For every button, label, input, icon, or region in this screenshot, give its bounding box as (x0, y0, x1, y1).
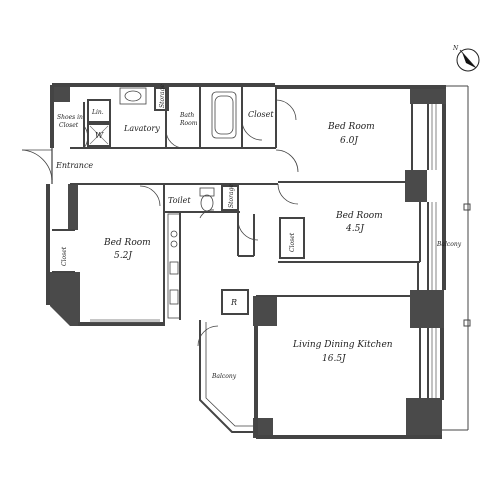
walls-exterior (46, 83, 446, 439)
bed-room-1-size: 6.0J (340, 136, 359, 146)
ldk-size: 16.5J (322, 354, 347, 364)
refrigerator-label: R (230, 298, 237, 307)
bathtub-icon (211, 91, 237, 139)
bed-room-3-label: Bed Room (103, 238, 151, 248)
bed-room-2-size: 4.5J (345, 224, 365, 234)
north-arrow-icon (456, 48, 480, 72)
north-label: N (452, 45, 459, 52)
room-labels: Shoes in Closet Lin. W Lavatory Storage … (55, 84, 462, 380)
door-swings (21, 99, 299, 347)
bath-room-label-1: Bath (179, 112, 194, 119)
toilet-icon (199, 187, 215, 212)
washer-label: W (95, 131, 104, 140)
shoes-closet-label-2: Closet (59, 122, 79, 129)
structural-columns (50, 84, 446, 438)
windows (51, 104, 437, 398)
storage-mid-label: Storage (228, 184, 235, 208)
kitchen-counter (167, 213, 181, 319)
right-balcony-railing (442, 85, 471, 431)
closet-hall-label: Closet (248, 110, 274, 119)
bed-room-3-size: 5.2J (114, 251, 133, 261)
washer-cross-icon (89, 125, 109, 145)
bed-room-2-label: Bed Room (335, 211, 383, 221)
balcony-right-label: Balcony (436, 241, 462, 248)
bath-room-label-2: Room (179, 120, 198, 127)
storage-top-label: Storage (159, 84, 166, 108)
linen-label: Lin. (91, 109, 104, 116)
bed-room-1-label: Bed Room (327, 122, 375, 132)
toilet-label: Toilet (168, 196, 191, 205)
balcony-lower-label: Balcony (211, 373, 237, 380)
walls-interior (52, 87, 429, 398)
closet-bed-3-label: Closet (61, 246, 68, 266)
shoes-closet-label-1: Shoes in (57, 114, 83, 121)
lavatory-label: Lavatory (123, 124, 160, 133)
washbasin-icon (119, 87, 147, 105)
ldk-label: Living Dining Kitchen (292, 340, 393, 350)
lower-balcony-outline (199, 320, 256, 433)
entrance-label: Entrance (55, 161, 93, 170)
closet-bed-2-label: Closet (289, 232, 296, 252)
